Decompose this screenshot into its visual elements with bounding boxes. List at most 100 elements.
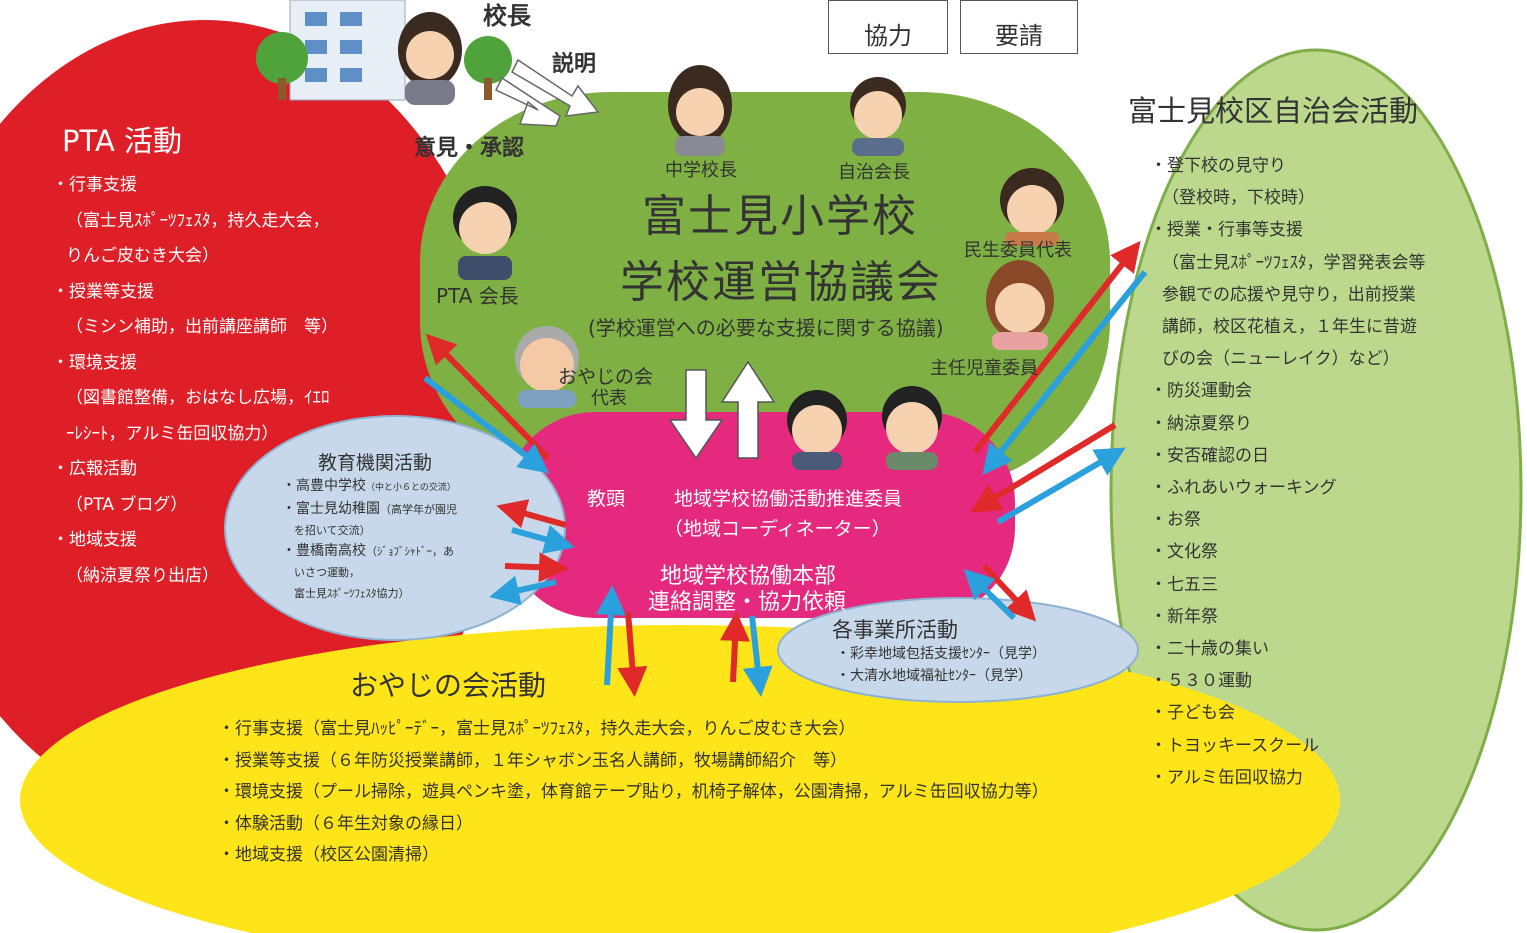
community-item: ・納涼夏祭り xyxy=(1150,413,1252,434)
promoter-figure-1 xyxy=(787,390,847,470)
edu-item-main: ・高豊中学校 xyxy=(282,478,366,494)
explain-label: 説明 xyxy=(552,52,597,77)
oyaji-region xyxy=(20,625,1340,933)
council-title-school: 富士見小学校 xyxy=(642,191,918,242)
member-chief-child-commissioner: 主任児童委員 xyxy=(930,358,1038,379)
hub-hq-role: 連絡調整・協力依頼 xyxy=(648,590,847,615)
community-item: ・文化祭 xyxy=(1150,542,1218,563)
edu-item: ・豊橋南高校（ｼﾞｮﾌﾞｼｬﾄﾞｰ，あ xyxy=(282,541,457,562)
edu-title: 教育機関活動 xyxy=(318,452,433,474)
member-pta-chair: PTA 会長 xyxy=(436,284,519,308)
pta-item: （PTA ブログ） xyxy=(66,494,188,515)
welfare-rep-figure xyxy=(1000,168,1064,246)
oyaji-item: ・体験活動（６年生対象の縁日） xyxy=(218,813,473,834)
edu-item: ・高豊中学校（中と小６との交流） xyxy=(282,476,457,499)
opinion-approval-label: 意見・承認 xyxy=(414,136,525,161)
edu-item-main: ・富士見幼稚園 xyxy=(282,501,380,517)
neighborhood-chair-figure xyxy=(850,77,906,156)
pta-item: りんご皮むき大会） xyxy=(66,246,219,266)
member-neighborhood-chair: 自治会長 xyxy=(838,162,910,183)
interaction-arrows xyxy=(423,240,1148,697)
business-item: ・彩幸地域包括支援ｾﾝﾀｰ（見学） xyxy=(836,646,1046,662)
pta-item: ｰﾚｼｰﾄ，アルミ缶回収協力） xyxy=(66,423,279,444)
edu-item-note: （中と小６との交流） xyxy=(366,483,456,493)
pta-chair-figure xyxy=(453,186,517,280)
edu-item-note: を招いて交流） xyxy=(294,524,371,537)
community-item: （富士見ｽﾎﾟｰﾂﾌｪｽﾀ，学習発表会等 xyxy=(1162,252,1426,273)
community-item: ・授業・行事等支援 xyxy=(1150,220,1303,241)
edu-item: 富士見ｽﾎﾟｰﾂﾌｪｽﾀ協力） xyxy=(282,583,457,604)
community-item: ・ふれあいウォーキング xyxy=(1150,478,1337,499)
community-item: ・登下校の見守り xyxy=(1150,156,1286,176)
pta-item: （ミシン補助，出前講座講師 等） xyxy=(66,317,338,337)
legend-cooperation: 協力 xyxy=(828,0,948,54)
edu-item-note: （ｼﾞｮﾌﾞｼｬﾄﾞｰ，あ xyxy=(366,545,454,558)
community-item: ・５３０運動 xyxy=(1150,671,1252,692)
pta-item: ・授業等支援 xyxy=(52,281,154,302)
pta-item: （納涼夏祭り出店） xyxy=(66,565,219,586)
chief-child-commissioner-figure xyxy=(986,260,1054,350)
legend-request-label: 要請 xyxy=(995,22,1043,50)
hub-promoter: 地域学校協働活動推進委員 xyxy=(674,488,903,510)
school-building-illustration xyxy=(256,0,512,101)
community-activity-list: ・登下校の見守り （登校時，下校時） ・授業・行事等支援 （富士見ｽﾎﾟｰﾂﾌｪ… xyxy=(1150,150,1426,794)
community-item: （登校時，下校時） xyxy=(1162,188,1315,209)
edu-item: いさつ運動， xyxy=(282,562,457,583)
edu-item-note: （高学年が園児 xyxy=(380,503,457,516)
community-item: ・新年祭 xyxy=(1150,606,1218,627)
community-item: ・防災運動会 xyxy=(1150,381,1252,402)
business-region xyxy=(777,597,1139,703)
community-title: 富士見校区自治会活動 xyxy=(1128,94,1419,128)
community-item: 参観での応援や見守り，出前授業 xyxy=(1162,284,1416,305)
pta-item: ・広報活動 xyxy=(52,459,137,479)
hub-hq-title: 地域学校協働本部 xyxy=(660,564,837,589)
community-item: 講師，校区花植え，１年生に昔遊 xyxy=(1162,317,1417,338)
edu-item: を招いて交流） xyxy=(282,520,457,541)
community-item: ・二十歳の集い xyxy=(1150,639,1269,660)
oyaji-item: ・環境支援（プール掃除，遊具ペンキ塗，体育館テープ貼り，机椅子解体，公園清掃，ア… xyxy=(218,782,1049,802)
promoter-figure-2 xyxy=(882,386,942,470)
edu-item-main: ・豊橋南高校 xyxy=(282,543,366,559)
community-item: ・安否確認の日 xyxy=(1150,445,1269,466)
community-item: ・アルミ缶回収協力 xyxy=(1150,767,1303,788)
pta-item: （図書館整備，おはなし広場，ｲｴﾛ xyxy=(66,388,330,408)
community-item: ・お祭 xyxy=(1150,510,1201,531)
pta-item: ・行事支援 xyxy=(52,175,137,195)
oyaji-item: ・行事支援（富士見ﾊｯﾋﾟｰﾃﾞｰ，富士見ｽﾎﾟｰﾂﾌｪｽﾀ，持久走大会，りんご… xyxy=(218,719,856,739)
pta-item: ・地域支援 xyxy=(52,530,137,550)
principal-council-arrows xyxy=(494,58,600,127)
community-item: ・トヨッキースクール xyxy=(1150,735,1320,756)
business-title: 各事業所活動 xyxy=(832,618,958,642)
business-item: ・大清水地域福祉ｾﾝﾀｰ（見学） xyxy=(836,668,1032,684)
council-subtitle: (学校運営への必要な支援に関する協議) xyxy=(588,316,944,340)
community-item: びの会（ニューレイク）など） xyxy=(1162,349,1400,370)
council-region xyxy=(420,92,1110,492)
pta-activity-list: ・行事支援 （富士見ｽﾎﾟｰﾂﾌｪｽﾀ，持久走大会， りんご皮むき大会） ・授業… xyxy=(52,168,338,594)
edu-activity-list: ・高豊中学校（中と小６との交流） ・富士見幼稚園（高学年が園児 を招いて交流） … xyxy=(282,476,457,604)
community-item: ・子ども会 xyxy=(1150,703,1235,724)
hub-coordinator: （地域コーディネーター） xyxy=(664,518,891,540)
edu-item-note: 富士見ｽﾎﾟｰﾂﾌｪｽﾀ協力） xyxy=(294,587,410,600)
legend-request: 要請 xyxy=(960,0,1078,54)
community-item: ・七五三 xyxy=(1150,574,1218,595)
legend-cooperation-label: 協力 xyxy=(864,22,912,50)
hub-vice-principal: 教頭 xyxy=(587,488,626,510)
business-activity-list: ・彩幸地域包括支援ｾﾝﾀｰ（見学） ・大清水地域福祉ｾﾝﾀｰ（見学） xyxy=(836,643,1046,687)
pta-title: PTA 活動 xyxy=(62,124,183,158)
member-jhs-principal: 中学校長 xyxy=(665,160,737,181)
council-title: 学校運営協議会 xyxy=(620,257,942,308)
oyaji-activity-list: ・行事支援（富士見ﾊｯﾋﾟｰﾃﾞｰ，富士見ｽﾎﾟｰﾂﾌｪｽﾀ，持久走大会，りんご… xyxy=(218,714,1049,872)
oyaji-rep-figure xyxy=(515,326,579,408)
member-oyaji-rep-line2: 代表 xyxy=(591,388,627,409)
oyaji-item: ・授業等支援（６年防災授業講師，１年シャボン玉名人講師，牧場講師紹介 等） xyxy=(218,750,847,771)
person-illustrations xyxy=(398,12,1064,470)
edu-item-note: いさつ運動， xyxy=(294,566,360,579)
principal-figure xyxy=(398,12,462,105)
jhs-principal-figure xyxy=(668,65,732,156)
pta-item: （富士見ｽﾎﾟｰﾂﾌｪｽﾀ，持久走大会， xyxy=(66,210,330,231)
member-welfare-rep: 民生委員代表 xyxy=(964,240,1072,261)
council-hub-arrows xyxy=(668,360,776,460)
oyaji-item: ・地域支援（校区公園清掃） xyxy=(218,845,439,865)
edu-item: ・富士見幼稚園（高学年が園児 xyxy=(282,499,457,520)
